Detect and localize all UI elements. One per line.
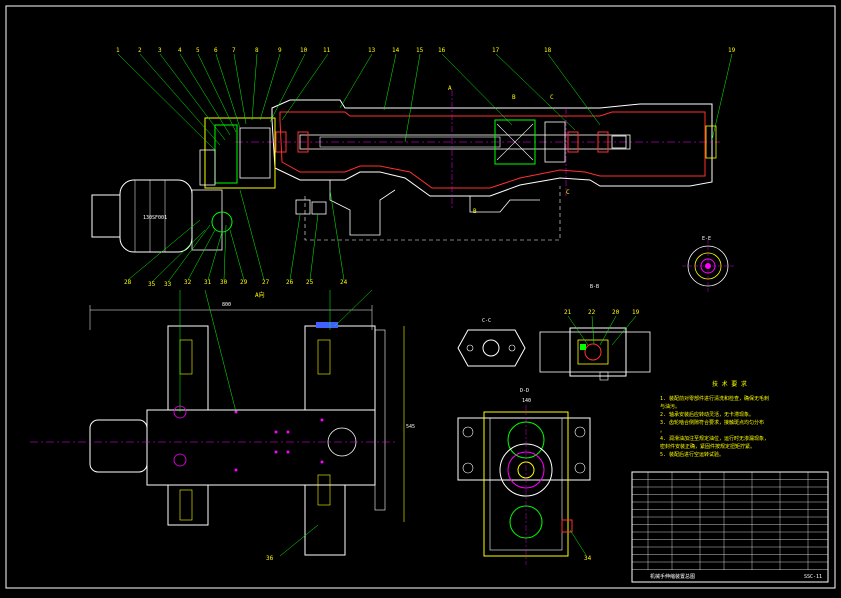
balloon-19: 19 [728, 47, 736, 54]
balloon-30: 29 [240, 279, 248, 286]
balloon-6: 6 [214, 47, 218, 54]
balloon-26: 25 [306, 279, 314, 286]
tech-note-1b: 与油污。 [660, 403, 680, 410]
balloon-32: 31 [204, 279, 212, 286]
balloon-4: 4 [178, 47, 182, 54]
section-d-d: D-D 140 34 [457, 388, 592, 565]
main-assembly-view: 130SF001 [91, 53, 733, 299]
balloon-11: 11 [323, 47, 331, 54]
tech-note-3: 3. 齿轮啮合侧隙符合要求，接触斑点均匀分布 [660, 419, 764, 426]
title-block: 机械手伸缩装置总图 SSC-11 [631, 471, 829, 583]
tech-note-4: 4. 润滑油加注至规定油位，运行时无渗漏现象， [660, 435, 769, 442]
section-e-e: E-E [682, 236, 734, 292]
balloon-9: 9 [278, 47, 282, 54]
balloon-7: 7 [232, 47, 236, 54]
balloon-14: 14 [392, 47, 400, 54]
section-b-b: B-B 21 22 20 19 [539, 284, 651, 381]
section-c-c: C-C [457, 318, 526, 367]
plan-view: 800 545 36 [30, 289, 415, 562]
balloon-3: 3 [158, 47, 162, 54]
main-leaders [117, 53, 733, 283]
balloon-20: 19 [632, 309, 640, 316]
detail-a-label: A向 [255, 291, 265, 299]
cut-marker-c-top: C [550, 94, 554, 101]
balloon-35: 34 [584, 555, 592, 562]
sheet-border [5, 5, 836, 589]
balloon-37: 36 [266, 555, 274, 562]
balloon-13: 13 [368, 47, 376, 54]
cut-marker-b-bottom: B [473, 208, 477, 215]
section-e-e-label: E-E [702, 236, 711, 242]
title-block-name: 机械手伸缩装置总图 [650, 573, 695, 580]
tech-note-4b: 密封件安装正确，紧固件按规定扭矩拧紧。 [660, 443, 755, 450]
balloon-27: 26 [286, 279, 294, 286]
balloon-36: 35 [148, 281, 156, 288]
balloon-row-bottom: 28 35 33 32 31 30 29 27 26 25 24 [124, 279, 348, 288]
section-d-d-label: D-D [520, 388, 529, 394]
dim-overall: 800 [222, 302, 231, 308]
dim-height: 545 [406, 424, 415, 430]
balloon-34: 33 [164, 281, 172, 288]
tech-note-2: 2. 轴承安装后应转动灵活，无卡滞现象。 [660, 411, 754, 418]
section-b-b-label: B-B [590, 284, 599, 290]
balloon-33: 32 [184, 279, 192, 286]
balloon-row-top: 1 2 3 4 5 6 7 8 9 10 11 13 14 15 16 17 1… [116, 47, 736, 54]
title-block-no: SSC-11 [804, 574, 822, 580]
balloon-18: 18 [544, 47, 552, 54]
balloon-1: 1 [116, 47, 120, 54]
balloon-15: 15 [416, 47, 424, 54]
tech-note-1: 1. 装配前对零部件进行清洗和检查，确保无毛刺 [660, 395, 769, 402]
balloon-10: 10 [300, 47, 308, 54]
tech-note-5: 5. 装配后进行空运转试验。 [660, 451, 724, 458]
section-c-c-label: C-C [482, 318, 491, 324]
balloon-8: 8 [255, 47, 259, 54]
balloon-23: 22 [588, 309, 596, 316]
cut-marker-b-top: B [512, 94, 516, 101]
balloon-25: 24 [340, 279, 348, 286]
balloon-2: 2 [138, 47, 142, 54]
tech-title: 技 术 要 求 [712, 380, 747, 388]
balloon-31: 30 [220, 279, 228, 286]
balloon-17: 17 [492, 47, 500, 54]
technical-requirements: 技 术 要 求 1. 装配前对零部件进行清洗和检查，确保无毛刺 与油污。 2. … [660, 380, 769, 458]
cut-marker-c-bottom: C [566, 189, 570, 196]
balloon-29: 28 [124, 279, 132, 286]
balloon-5: 5 [196, 47, 200, 54]
dim-dd: 140 [522, 398, 531, 404]
tech-note-3b: 。 [660, 428, 665, 434]
balloon-22: 21 [564, 309, 572, 316]
balloon-21: 20 [612, 309, 620, 316]
cut-marker-a: A [448, 85, 452, 92]
balloon-28: 27 [262, 279, 270, 286]
motor-label: 130SF001 [143, 215, 167, 221]
balloon-16: 16 [438, 47, 446, 54]
